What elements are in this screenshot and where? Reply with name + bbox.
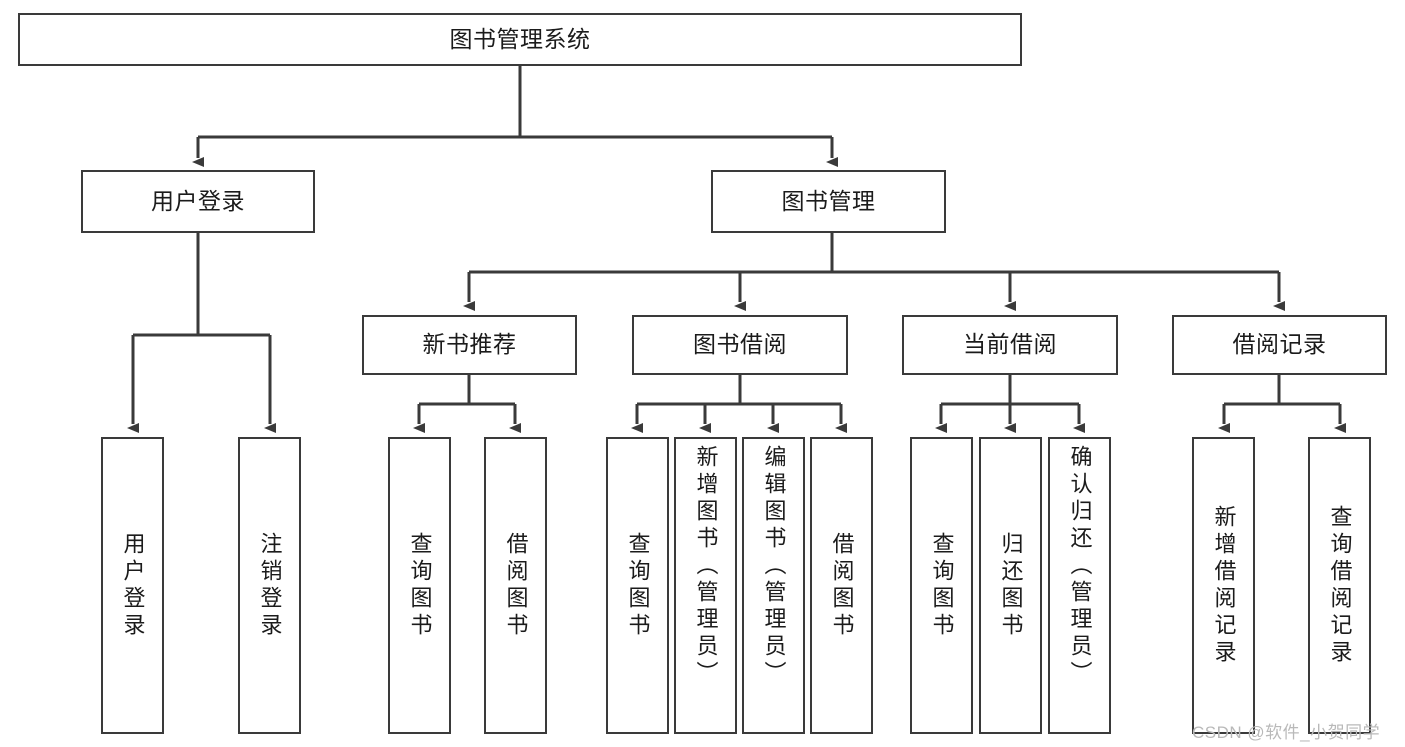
leaf-edit-book-admin[interactable]: 编辑图书（管理员） xyxy=(742,437,805,734)
leaf-confirm-return-admin[interactable]: 确认归还（管理员） xyxy=(1048,437,1111,734)
leaf-add-book-admin[interactable]: 新增图书（管理员） xyxy=(674,437,737,734)
node-label: 查询图书 xyxy=(407,531,433,640)
node-new-book-recommendation[interactable]: 新书推荐 xyxy=(362,315,577,375)
node-label: 查询图书 xyxy=(625,531,651,640)
node-label: 图书借阅 xyxy=(693,331,787,358)
node-label: 注销登录 xyxy=(257,531,283,640)
leaf-borrow-books[interactable]: 借阅图书 xyxy=(810,437,873,734)
leaf-query-books-current[interactable]: 查询图书 xyxy=(910,437,973,734)
node-label: 查询图书 xyxy=(929,531,955,640)
leaf-query-borrow-record[interactable]: 查询借阅记录 xyxy=(1308,437,1371,734)
leaf-query-books-borrow[interactable]: 查询图书 xyxy=(606,437,669,734)
leaf-user-login[interactable]: 用户登录 xyxy=(101,437,164,734)
node-label: 借阅图书 xyxy=(503,531,529,640)
node-label: 新增图书（管理员） xyxy=(693,445,719,688)
node-label: 用户登录 xyxy=(151,187,245,214)
node-label: 确认归还（管理员） xyxy=(1067,445,1093,688)
node-book-management[interactable]: 图书管理 xyxy=(711,170,946,233)
leaf-query-books-new[interactable]: 查询图书 xyxy=(388,437,451,734)
node-borrow-records[interactable]: 借阅记录 xyxy=(1172,315,1387,375)
leaf-add-borrow-record[interactable]: 新增借阅记录 xyxy=(1192,437,1255,734)
node-label: 新增借阅记录 xyxy=(1211,504,1237,667)
node-label: 借阅图书 xyxy=(829,531,855,640)
node-label: 归还图书 xyxy=(998,531,1024,640)
leaf-return-books[interactable]: 归还图书 xyxy=(979,437,1042,734)
leaf-logout[interactable]: 注销登录 xyxy=(238,437,301,734)
node-label: 编辑图书（管理员） xyxy=(761,445,787,688)
node-label: 图书管理系统 xyxy=(449,25,591,52)
node-book-borrowing[interactable]: 图书借阅 xyxy=(632,315,848,375)
csdn-watermark: CSDN @软件_小贺同学 xyxy=(1192,723,1381,742)
node-label: 图书管理 xyxy=(781,187,876,214)
node-user-login[interactable]: 用户登录 xyxy=(81,170,315,233)
node-label: 借阅记录 xyxy=(1232,331,1327,358)
node-label: 新书推荐 xyxy=(422,331,517,358)
node-root-book-management-system[interactable]: 图书管理系统 xyxy=(18,13,1022,66)
node-label: 用户登录 xyxy=(120,531,146,640)
node-label: 查询借阅记录 xyxy=(1327,504,1353,667)
leaf-borrow-books-new[interactable]: 借阅图书 xyxy=(484,437,547,734)
node-current-borrowing[interactable]: 当前借阅 xyxy=(902,315,1118,375)
node-label: 当前借阅 xyxy=(963,331,1057,358)
